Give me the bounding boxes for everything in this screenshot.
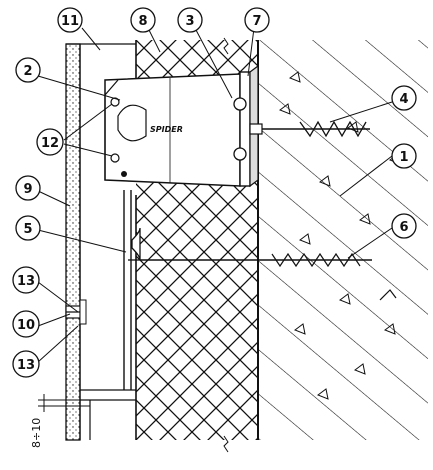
cladding-panel (65, 43, 136, 441)
callout-2: 2 (15, 57, 41, 83)
svg-text:2: 2 (23, 64, 32, 79)
callout-6: 6 (391, 213, 417, 239)
callout-7: 7 (244, 7, 270, 33)
panel-joint (65, 299, 87, 325)
dimension-label: 8÷10 (30, 418, 43, 448)
thermal-pad (233, 64, 259, 188)
callout-8: 8 (130, 7, 156, 33)
svg-text:6: 6 (399, 220, 408, 235)
svg-text:3: 3 (185, 14, 194, 29)
callout-3: 3 (177, 7, 203, 33)
svg-text:9: 9 (23, 182, 32, 197)
callout-1: 1 (391, 143, 417, 169)
callout-13-lower: 13 (12, 350, 40, 378)
callout-4: 4 (391, 85, 417, 111)
dimension-mark: 8÷10 (30, 394, 90, 448)
callout-9: 9 (15, 175, 41, 201)
svg-text:13: 13 (17, 358, 35, 373)
callout-12: 12 (36, 128, 64, 156)
guide-profile (80, 190, 136, 440)
svg-text:5: 5 (23, 222, 32, 237)
bracket-logo: SPIDER (150, 125, 183, 134)
svg-text:8: 8 (138, 14, 147, 29)
leader-lines (35, 27, 393, 363)
callout-5: 5 (15, 215, 41, 241)
anchor-bolt (249, 120, 370, 138)
svg-text:11: 11 (61, 14, 79, 29)
svg-text:13: 13 (17, 274, 35, 289)
insulation-dowel (128, 227, 372, 268)
callout-13-upper: 13 (12, 266, 40, 294)
bracket: SPIDER (104, 73, 241, 187)
svg-text:12: 12 (41, 136, 59, 151)
callout-10: 10 (12, 310, 40, 338)
callout-11: 11 (57, 7, 83, 33)
svg-text:4: 4 (399, 92, 408, 107)
svg-text:10: 10 (17, 318, 35, 333)
svg-text:7: 7 (252, 14, 261, 29)
svg-text:1: 1 (399, 150, 408, 165)
